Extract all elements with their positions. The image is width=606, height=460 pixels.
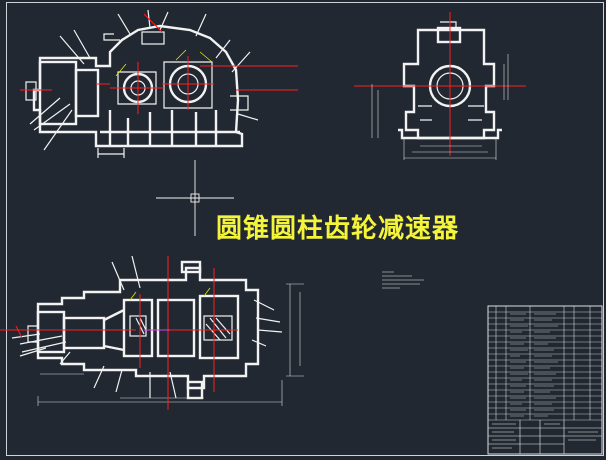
drawing-title: 圆锥圆柱齿轮减速器 — [216, 214, 460, 244]
notes-block — [382, 271, 424, 289]
top-view — [0, 255, 304, 410]
title-block — [487, 305, 603, 455]
side-view — [354, 12, 526, 160]
drawing-frame — [6, 2, 604, 456]
crosshair-cursor-icon — [156, 160, 234, 236]
front-view — [20, 9, 298, 158]
